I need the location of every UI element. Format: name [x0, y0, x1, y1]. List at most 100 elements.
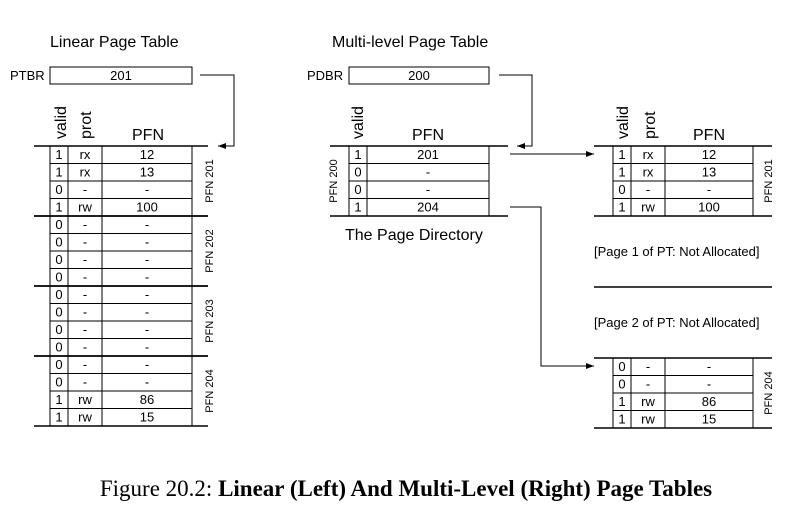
linear-page-0-cell: 12: [140, 147, 154, 162]
linear-page-3-cell: 0: [55, 375, 62, 390]
linear-page-0-cell: 1: [55, 200, 62, 215]
figure-caption: Figure 20.2: Linear (Left) And Multi-Lev…: [0, 476, 812, 502]
linear-page-3-cell: -: [145, 357, 149, 372]
linear-page-0-side-label: PFN 201: [204, 159, 216, 202]
pt-page-1-cell: 15: [702, 412, 716, 427]
pt-page-0-cell: 13: [702, 165, 716, 180]
pt-header-prot: prot: [642, 111, 659, 139]
linear-page-1-cell: -: [145, 217, 149, 232]
linear-page-2-cell: -: [83, 340, 87, 355]
linear-page-2-cell: 0: [55, 305, 62, 320]
pt-page-1-cell: -: [646, 359, 650, 374]
pdbr-value: 200: [408, 68, 430, 83]
linear-page-1-cell: -: [83, 217, 87, 232]
linear-page-0-cell: rx: [80, 165, 91, 180]
linear-page-2-cell: 0: [55, 287, 62, 302]
linear-page-2-cell: -: [83, 287, 87, 302]
directory-side-label: PFN 200: [328, 159, 340, 202]
pt-page-1-cell: 1: [618, 412, 625, 427]
not-allocated-1: [Page 1 of PT: Not Allocated]: [594, 244, 760, 259]
pt-page-1-cell: -: [646, 377, 650, 392]
pt-header-pfn: PFN: [693, 127, 725, 144]
linear-page-1-cell: 0: [55, 252, 62, 267]
linear-page-1-cell: 0: [55, 235, 62, 250]
pt-page-0-cell: -: [707, 182, 711, 197]
directory-cell: 1: [354, 200, 361, 215]
linear-page-3-cell: 86: [140, 392, 154, 407]
pt-page-1-cell: rw: [641, 412, 655, 427]
linear-page-3-cell: 1: [55, 410, 62, 425]
linear-title: Linear Page Table: [50, 34, 179, 51]
linear-header-prot: prot: [78, 111, 95, 139]
pt-page-0-cell: 1: [618, 165, 625, 180]
directory-header-valid: valid: [350, 106, 367, 139]
linear-page-2-cell: -: [83, 322, 87, 337]
linear-page-0-cell: rw: [78, 200, 92, 215]
figure-caption-prefix: Figure 20.2:: [99, 476, 213, 501]
linear-page-3-cell: 15: [140, 410, 154, 425]
ptbr-label: PTBR: [10, 68, 45, 83]
linear-page-0-cell: 1: [55, 165, 62, 180]
pt-page-1-side-label: PFN 204: [763, 371, 775, 414]
linear-page-1-cell: 0: [55, 270, 62, 285]
linear-page-0-cell: 13: [140, 165, 154, 180]
directory-cell: 201: [417, 147, 439, 162]
linear-page-1-cell: 0: [55, 217, 62, 232]
linear-page-2-cell: -: [145, 322, 149, 337]
linear-page-3-cell: -: [83, 375, 87, 390]
pdbr-label: PDBR: [307, 68, 343, 83]
pt-page-1-cell: rw: [641, 394, 655, 409]
linear-page-0-cell: -: [83, 182, 87, 197]
linear-header-pfn: PFN: [132, 127, 164, 144]
linear-page-0-cell: 1: [55, 147, 62, 162]
pt-page-1-cell: 0: [618, 359, 625, 374]
linear-page-1-cell: -: [83, 252, 87, 267]
directory-cell: 204: [417, 200, 439, 215]
pt-page-1-cell: -: [707, 359, 711, 374]
linear-page-0-cell: 100: [136, 200, 158, 215]
not-allocated-2: [Page 2 of PT: Not Allocated]: [594, 315, 760, 330]
linear-page-3-cell: -: [83, 357, 87, 372]
linear-page-2-cell: -: [145, 305, 149, 320]
pt-page-0-cell: 1: [618, 147, 625, 162]
linear-page-2-cell: 0: [55, 340, 62, 355]
pt-page-0-cell: 100: [698, 200, 720, 215]
figure-caption-title: Linear (Left) And Multi-Level (Right) Pa…: [218, 476, 713, 501]
pt-page-0-cell: rx: [643, 165, 654, 180]
ptbr-value: 201: [110, 68, 132, 83]
linear-page-2-cell: -: [83, 305, 87, 320]
linear-page-1-cell: -: [145, 252, 149, 267]
pt-page-0-cell: 12: [702, 147, 716, 162]
directory-cell: -: [426, 165, 430, 180]
pt-page-0-cell: rw: [641, 200, 655, 215]
linear-page-1-side-label: PFN 202: [204, 229, 216, 272]
linear-page-3-cell: -: [145, 375, 149, 390]
linear-page-1-cell: -: [145, 235, 149, 250]
linear-page-3-side-label: PFN 204: [204, 369, 216, 412]
linear-header-valid: valid: [53, 106, 70, 139]
pt-page-1-cell: 0: [618, 377, 625, 392]
multilevel-title: Multi-level Page Table: [332, 34, 488, 51]
pt-page-0-cell: rx: [643, 147, 654, 162]
pt-page-1-cell: 1: [618, 394, 625, 409]
directory-cell: -: [426, 182, 430, 197]
ptbr-arrow: [200, 74, 235, 149]
directory-cell: 1: [354, 147, 361, 162]
pt-header-valid: valid: [615, 106, 632, 139]
page-directory-caption: The Page Directory: [345, 227, 483, 244]
pdbr-arrow: [499, 74, 533, 149]
linear-page-0-cell: -: [145, 182, 149, 197]
pt-page-0-cell: 0: [618, 182, 625, 197]
linear-page-0-cell: 0: [55, 182, 62, 197]
linear-page-3-cell: rw: [78, 410, 92, 425]
directory-header-pfn: PFN: [412, 127, 444, 144]
linear-page-2-cell: -: [145, 287, 149, 302]
pt-page-0-cell: 1: [618, 200, 625, 215]
linear-page-2-cell: -: [145, 340, 149, 355]
linear-page-1-cell: -: [83, 270, 87, 285]
linear-page-1-cell: -: [145, 270, 149, 285]
linear-page-3-cell: rw: [78, 392, 92, 407]
